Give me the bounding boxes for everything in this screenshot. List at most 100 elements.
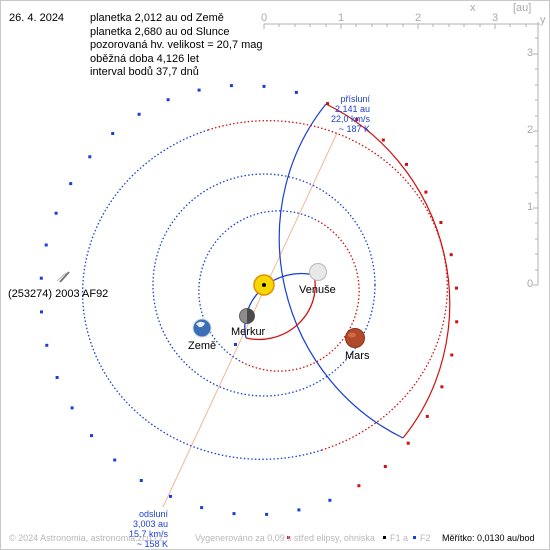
mars [345,328,365,348]
footer-copyright: © 2024 Astronomia, astronomia.zcu.cz [9,533,164,543]
orbit-point [326,102,329,106]
orbit-point [90,434,93,438]
axis-unit: [au] [513,2,532,14]
legend-center-dot [287,536,290,539]
x-axis-name: x [470,2,476,14]
y-axis-ticks [533,37,538,286]
orbit-point [440,385,444,389]
legend-f1-dot [383,536,386,539]
orbit-point [450,353,454,357]
orbit-point [405,162,408,166]
earth-clouds [196,321,205,328]
info-orbital-period: oběžná doba 4,126 let [90,52,199,65]
sun-center-mark [262,283,266,287]
y-tick-0: 0 [527,278,534,290]
asteroid-orbit-points [39,84,459,516]
orbit-point [406,441,410,445]
y-axis-name: y [540,14,546,26]
orbit-point [200,506,204,510]
venus-orbit-south [198,210,319,362]
perihelion-speed: 22,0 km/s [330,114,370,124]
orbit-point [439,221,443,224]
orbit-point [44,243,48,247]
x-tick-3: 3 [492,12,499,24]
date-label: 26. 4. 2024 [9,12,65,24]
orbit-point [265,512,269,516]
orbit-point [70,406,74,410]
orbit-point [455,286,458,290]
orbit-point [424,190,428,194]
venus [309,263,327,281]
orbit-point [169,494,172,498]
orbit-point [449,253,453,257]
footer-scale: Měřítko: 0,0130 au/bod [442,533,535,543]
x-tick-1: 1 [338,12,345,24]
venus-orbit-north [239,220,360,372]
earth-label: Země [188,340,217,352]
orbit-point [166,98,170,102]
asteroid-marker [56,271,70,283]
y-tick-3: 3 [527,47,534,59]
ellipse-center-mark [234,343,237,346]
mercury-orbit-north [245,274,316,341]
mercury-label: Merkur [231,326,266,338]
asteroid-orbit-south-arc [278,103,404,439]
perihelion-note: přísluní 2,141 au 22,0 km/s ~ 187 K [318,94,370,134]
mars-label: Mars [345,350,370,362]
orbit-point [113,458,117,462]
x-tick-2: 2 [415,12,422,24]
aphelion-distance: 3,003 au [132,519,168,529]
footer-legend-f1: F1 a [390,533,409,543]
orbit-point [54,211,58,215]
aphelion-speed: 15,7 km/s [128,529,168,539]
orbit-point [294,90,298,94]
info-panel: planetka 2,012 au od Země planetka 2,680… [90,12,263,80]
footer-generated: Vygenerováno za 0,09 s [195,533,292,543]
orbit-point [137,112,141,116]
orbit-point [381,138,385,142]
orbit-point [297,508,301,512]
orbit-point [455,320,459,324]
orbit-point [262,84,266,88]
info-sun-distance: planetka 2,680 au od Slunce [90,25,230,38]
mercury-shadow [247,308,255,324]
orbit-point [111,132,115,135]
info-point-interval: interval bodů 37,7 dnů [90,66,199,79]
y-tick-1: 1 [527,201,534,213]
perihelion-title: přísluní [340,94,370,104]
perihelion-distance: 2,141 au [334,104,370,114]
asteroid-label: (253274) 2003 AF92 [8,288,109,300]
footer-legend-f2: F2 [420,533,431,543]
info-magnitude: pozorovaná hv. velikost = 20,7 mag [90,39,263,52]
orbit-point [383,465,387,468]
orbit-point [69,182,73,186]
aphelion-title: odsluní [138,509,168,519]
legend-f2-dot [413,536,416,539]
orbit-point [425,414,429,418]
orbit-point [88,155,92,159]
orbit-point [40,310,43,314]
info-earth-distance: planetka 2,012 au od Země [90,12,224,24]
perihelion-temperature: ~ 187 K [338,124,370,134]
orbit-point [55,376,59,379]
asteroid-orbit-north-arc [325,103,451,439]
orbit-point [139,479,143,482]
aphelion-note: odsluní 3,003 au 15,7 km/s ~ 158 K [118,509,168,549]
aphelion-temperature: ~ 158 K [136,539,168,549]
mars-highlight [348,332,356,338]
earth [192,318,212,338]
orbit-point [328,498,332,502]
venus-label: Venuše [299,284,336,296]
orbit-point [197,88,201,92]
orbit-point [39,276,43,280]
footer-legend-center: střed elipsy, ohniska [294,533,375,543]
orbit-point [45,343,49,347]
y-tick-2: 2 [527,124,534,136]
x-axis-ticks [263,24,527,29]
earth-orbit [152,173,376,397]
x-tick-0: 0 [261,12,268,24]
orbit-point [229,84,233,88]
orbit-point [232,512,236,516]
